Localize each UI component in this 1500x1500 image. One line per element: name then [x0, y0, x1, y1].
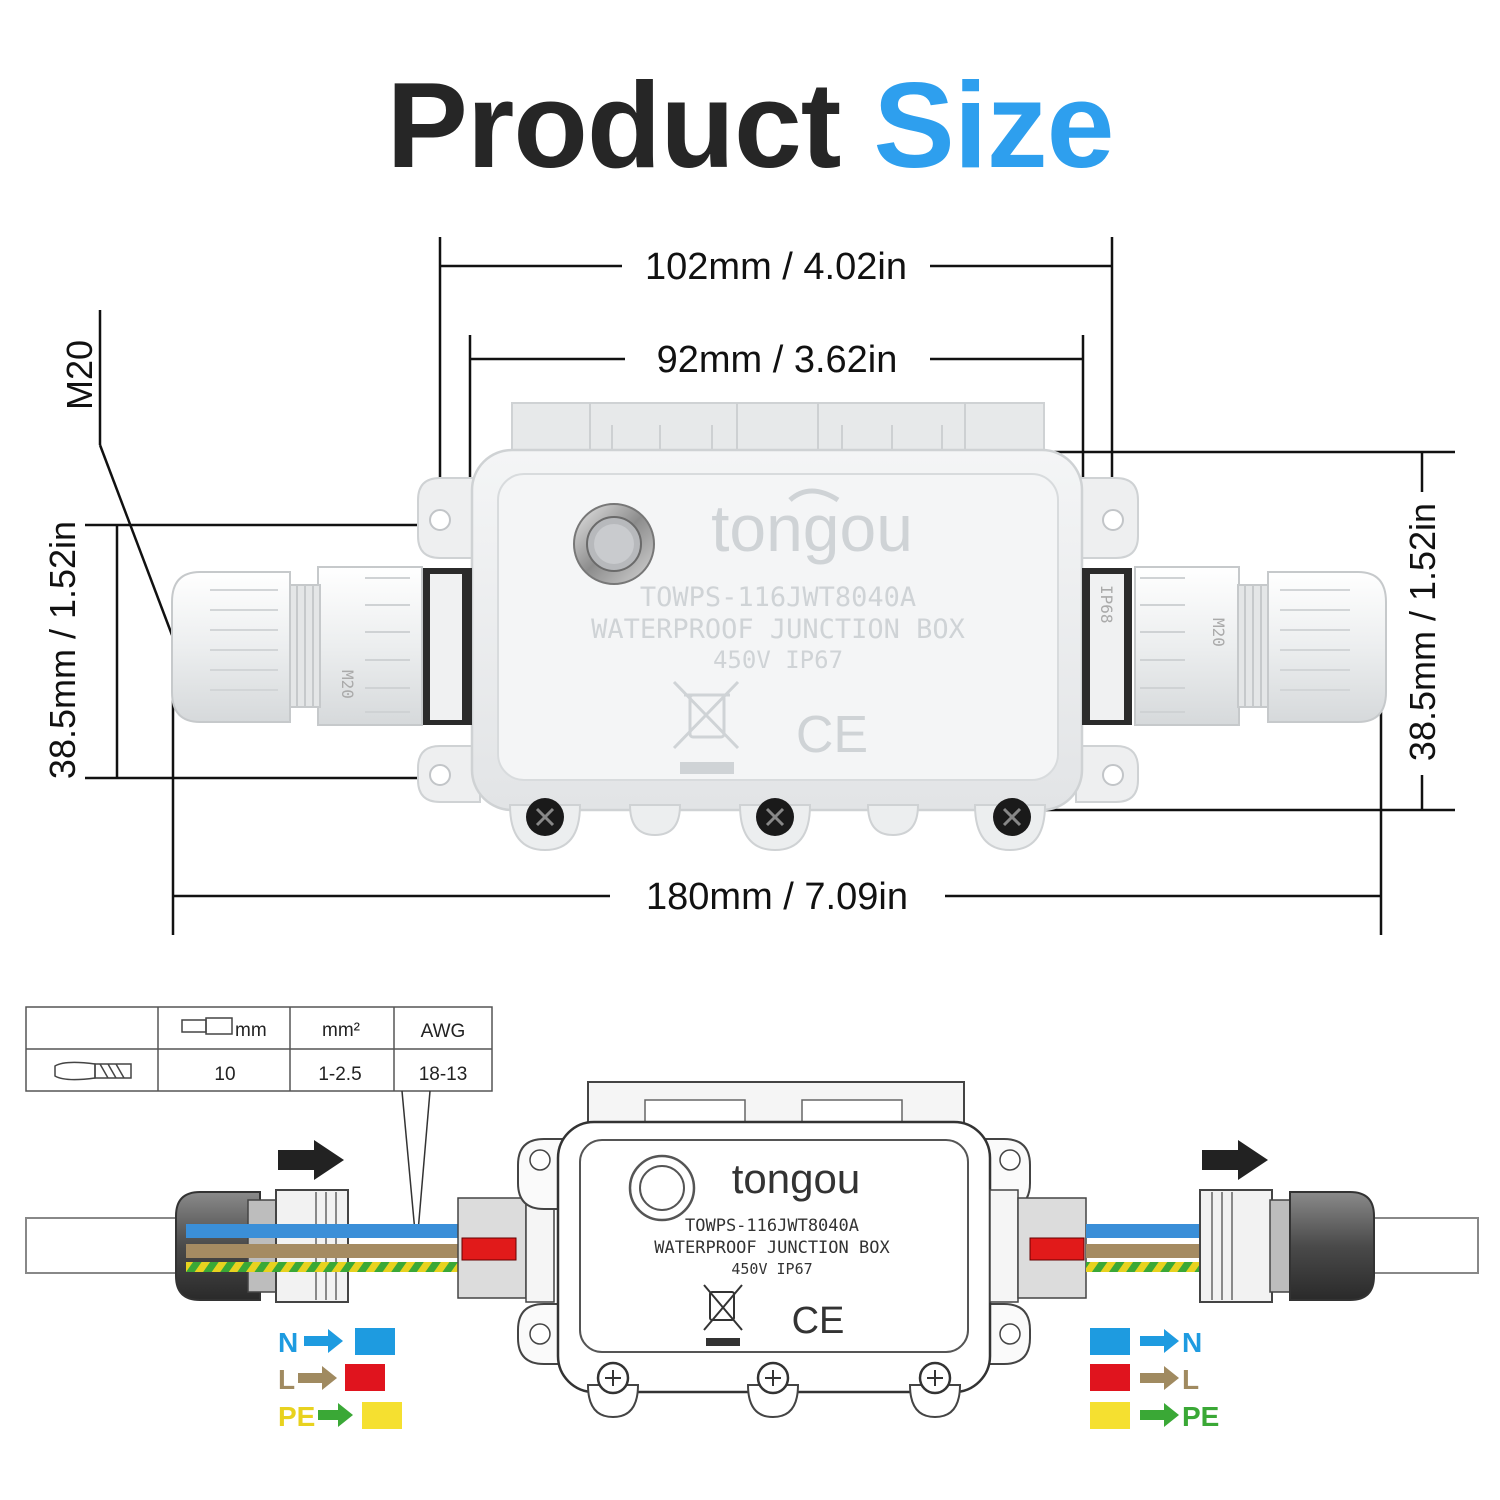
table-cell-section: 1-2.5	[318, 1064, 361, 1085]
dim-thread-m20: M20	[59, 340, 100, 410]
wire-color-legend-left: N L PE	[278, 1327, 402, 1432]
legend-label-n-left: N	[278, 1327, 298, 1358]
table-header-mm: mm	[235, 1020, 267, 1041]
dim-height-left: 38.5mm / 1.52in	[42, 521, 83, 779]
model-number-top: TOWPS-116JWT8040A	[640, 582, 916, 613]
wire-ferrule-icon	[54, 1061, 132, 1081]
legend-arrow-n-right	[1140, 1329, 1179, 1353]
table-header-mm2: mm²	[322, 1020, 360, 1041]
rating-top: 450V IP67	[713, 646, 843, 674]
dim-width-outer: 102mm / 4.02in	[645, 246, 907, 288]
insert-arrow-left	[278, 1140, 344, 1180]
brand-logo-top: tongou	[711, 491, 913, 565]
table-cell-strip: 10	[214, 1064, 235, 1085]
legend-swatch-pe-left	[362, 1402, 402, 1429]
legend-arrow-pe-left	[318, 1403, 353, 1427]
legend-label-pe-right: PE	[1182, 1401, 1219, 1432]
legend-swatch-n-left	[355, 1328, 395, 1355]
page-title: Product Size	[0, 55, 1500, 195]
wiring-diagram: tongou TOWPS-116JWT8040A WATERPROOF JUNC…	[25, 1081, 1479, 1419]
legend-label-n-right: N	[1182, 1327, 1202, 1358]
product-name-top: WATERPROOF JUNCTION BOX	[591, 614, 965, 645]
title-word-size: Size	[873, 57, 1114, 193]
legend-arrow-n-left	[304, 1329, 343, 1353]
legend-arrow-l-left	[298, 1366, 337, 1390]
gland-mark-left: M20	[338, 670, 357, 699]
legend-swatch-pe-right	[1090, 1402, 1130, 1429]
junction-box-top-view: tongou TOWPS-116JWT8040A WATERPROOF JUNC…	[171, 402, 1387, 852]
rating-bottom: 450V IP67	[731, 1260, 812, 1278]
legend-arrow-l-right	[1140, 1366, 1179, 1390]
ce-mark-top: CE	[796, 706, 868, 764]
legend-label-l-right: L	[1182, 1364, 1199, 1395]
dim-height-right: 38.5mm / 1.52in	[1402, 503, 1443, 761]
legend-arrow-pe-right	[1140, 1403, 1179, 1427]
product-name-bottom: WATERPROOF JUNCTION BOX	[654, 1238, 890, 1258]
ip68-mark: IP68	[1097, 585, 1116, 624]
weee-bin-icon-bottom	[703, 1284, 743, 1346]
strip-length-icon	[181, 1017, 233, 1035]
ce-mark-bottom: CE	[792, 1300, 845, 1342]
legend-label-pe-left: PE	[278, 1401, 315, 1432]
legend-label-l-left: L	[278, 1364, 295, 1395]
insert-arrow-right	[1202, 1140, 1268, 1180]
brand-logo-bottom: tongou	[732, 1155, 860, 1202]
dim-total-length: 180mm / 7.09in	[646, 876, 908, 918]
gland-mark-right: M20	[1209, 618, 1228, 647]
wire-color-legend-right: N L PE	[1090, 1327, 1219, 1432]
legend-swatch-l-right	[1090, 1364, 1130, 1391]
dimension-lines	[85, 237, 1455, 935]
weee-bin-icon	[672, 680, 740, 774]
dim-width-inner: 92mm / 3.62in	[657, 339, 898, 381]
table-cell-awg: 18-13	[419, 1064, 468, 1085]
legend-swatch-n-right	[1090, 1328, 1130, 1355]
wire-spec-table	[25, 1006, 493, 1092]
title-word-product: Product	[386, 57, 842, 193]
legend-swatch-l-left	[345, 1364, 385, 1391]
table-header-awg: AWG	[421, 1021, 466, 1042]
model-number-bottom: TOWPS-116JWT8040A	[685, 1216, 859, 1236]
